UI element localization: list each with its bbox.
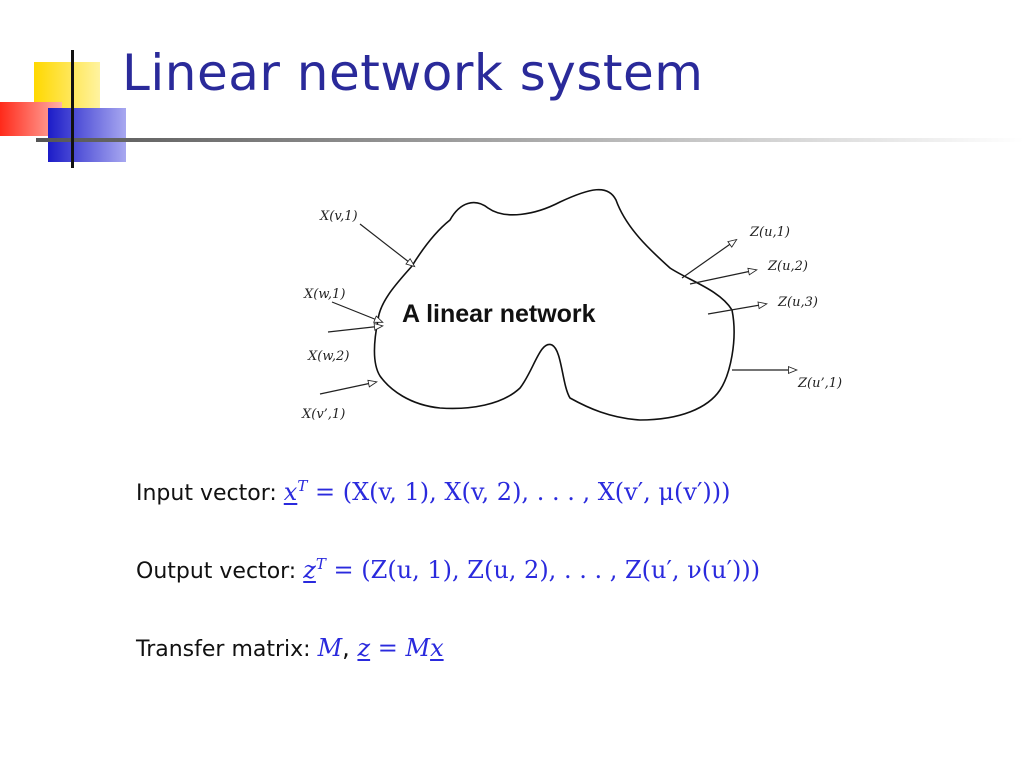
output-label-3: Z(u,3) — [777, 295, 818, 310]
input-vector-var: x — [283, 478, 298, 506]
network-blob — [373, 188, 735, 421]
input-vector-formula: xT = (X(v, 1), X(v, 2), . . . , X(v′, μ(… — [284, 478, 731, 506]
transfer-matrix-formula: M, z = Mx — [318, 634, 444, 662]
input-arrow-1 — [359, 223, 416, 268]
transfer-matrix-label: Transfer matrix: — [136, 637, 311, 662]
input-arrow-3 — [327, 322, 384, 333]
output-arrow-2 — [689, 267, 758, 285]
output-vector-line: Output vector: zT = (Z(u, 1), Z(u, 2), .… — [136, 556, 760, 585]
output-label-2: Z(u,2) — [767, 259, 808, 274]
transfer-x-var: x — [430, 634, 444, 662]
output-arrow-1 — [681, 238, 738, 279]
deco-blue-square — [48, 108, 126, 162]
output-vector-sup: T — [315, 555, 326, 573]
transfer-comma: , — [342, 634, 350, 662]
deco-vertical-line — [71, 50, 74, 168]
transfer-matrix-M: M — [317, 634, 343, 662]
input-label-1: X(v,1) — [319, 209, 358, 224]
input-vector-line: Input vector: xT = (X(v, 1), X(v, 2), . … — [136, 478, 731, 507]
input-arrow-2 — [331, 301, 384, 323]
output-vector-rhs: = (Z(u, 1), Z(u, 2), . . . , Z(u′, ν(u′)… — [333, 556, 761, 584]
output-vector-var: z — [303, 556, 316, 584]
input-label-3: X(w,2) — [307, 349, 349, 364]
output-vector-formula: zT = (Z(u, 1), Z(u, 2), . . . , Z(u′, ν(… — [303, 556, 760, 584]
transfer-matrix-line: Transfer matrix: M, z = Mx — [136, 634, 444, 663]
input-vector-sup: T — [297, 477, 308, 495]
input-label-4: X(v’,1) — [301, 407, 345, 422]
slide-title: Linear network system — [122, 44, 704, 102]
linear-network-diagram: X(v,1) X(w,1) X(w,2) X(v’,1) Z(u,1) Z(u,… — [301, 188, 842, 422]
input-vector-rhs: = (X(v, 1), X(v, 2), . . . , X(v′, μ(v′)… — [314, 478, 731, 506]
network-center-label: A linear network — [402, 300, 596, 328]
input-vector-label: Input vector: — [136, 481, 277, 506]
title-decoration — [0, 50, 1024, 168]
transfer-z-var: z — [357, 634, 371, 662]
title-rule — [36, 138, 1024, 142]
output-arrow-3 — [707, 301, 768, 315]
output-label-4: Z(u’,1) — [797, 376, 842, 391]
output-label-1: Z(u,1) — [749, 225, 790, 240]
transfer-eq: = M — [370, 634, 431, 662]
input-label-2: X(w,1) — [303, 287, 345, 302]
input-arrow-4 — [319, 379, 378, 395]
output-vector-label: Output vector: — [136, 559, 297, 584]
